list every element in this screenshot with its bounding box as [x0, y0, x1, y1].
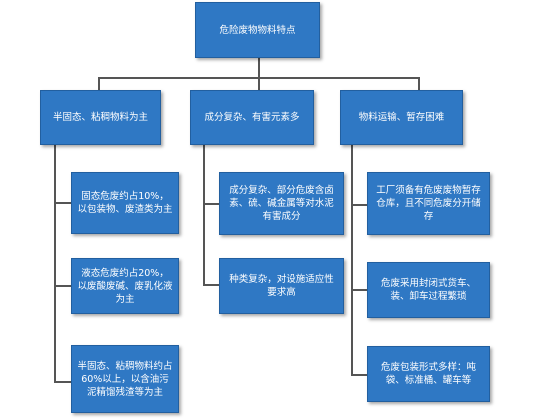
branch-2-tick-1 — [203, 203, 220, 205]
leaf-node-1-2: 液态危废约占20%，以废酸废碱、废乳化液为主 — [71, 258, 179, 314]
leaf-node-2-2: 种类复杂，对设施适应性要求高 — [219, 258, 344, 314]
leaf-node-3-1: 工厂须备有危废废物暂存仓库，且不同危废分开储存 — [367, 172, 490, 235]
leaf-node-3-3-label: 危废包装形式多样：吨袋、标准桶、罐车等 — [380, 362, 476, 386]
leaf-node-3-2: 危废采用封闭式货车、装、卸车过程繁琐 — [367, 262, 490, 318]
branch-2-spine — [203, 145, 205, 285]
branch-node-2-label: 成分复杂、有害元素多 — [204, 112, 300, 123]
root-connector — [258, 58, 260, 78]
branch-1-spine — [54, 145, 56, 381]
leaf-node-2-2-label: 种类复杂，对设施适应性要求高 — [229, 274, 334, 298]
branch-1-drop — [98, 77, 100, 90]
branch-2-drop — [258, 77, 260, 90]
leaf-node-1-1-label: 固态危废约占10%，以包装物、废渣类为主 — [77, 191, 173, 215]
branch-node-1: 半固态、粘稠物料为主 — [40, 90, 161, 145]
leaf-node-1-3: 半固态、粘稠物料约占60%以上，以含油污泥精馏残渣等为主 — [71, 345, 179, 413]
branch-1-tick-1 — [54, 202, 72, 204]
branch-3-drop — [418, 77, 420, 90]
branch-2-tick-2 — [203, 284, 220, 286]
branch-3-tick-3 — [351, 374, 368, 376]
branch-3-tick-1 — [351, 204, 368, 206]
leaf-node-3-2-label: 危废采用封闭式货车、装、卸车过程繁琐 — [380, 278, 476, 302]
leaf-node-1-2-label: 液态危废约占20%，以废酸废碱、废乳化液为主 — [77, 267, 173, 305]
branch-node-2: 成分复杂、有害元素多 — [190, 90, 314, 145]
leaf-node-1-1: 固态危废约占10%，以包装物、废渣类为主 — [71, 172, 179, 234]
branch-node-3-label: 物料运输、暂存困难 — [358, 112, 445, 123]
leaf-node-1-3-label: 半固态、粘稠物料约占60%以上，以含油污泥精馏残渣等为主 — [77, 360, 173, 398]
branch-node-1-label: 半固态、粘稠物料为主 — [52, 112, 148, 123]
root-node: 危险废物物料特点 — [195, 2, 320, 58]
leaf-node-2-1: 成分复杂、部分危废含卤素、硫、碱金属等对水泥有害成分 — [219, 172, 344, 235]
leaf-node-3-1-label: 工厂须备有危废废物暂存仓库，且不同危废分开储存 — [376, 185, 481, 222]
leaf-node-2-1-label: 成分复杂、部分危废含卤素、硫、碱金属等对水泥有害成分 — [229, 185, 334, 222]
branch-node-3: 物料运输、暂存困难 — [340, 90, 463, 145]
branch-1-tick-2 — [54, 285, 72, 287]
leaf-node-3-3: 危废包装形式多样：吨袋、标准桶、罐车等 — [367, 346, 490, 402]
branch-3-tick-2 — [351, 289, 368, 291]
branch-3-spine — [351, 145, 353, 374]
root-node-label: 危险废物物料特点 — [219, 24, 296, 36]
branch-1-tick-3 — [54, 381, 72, 383]
